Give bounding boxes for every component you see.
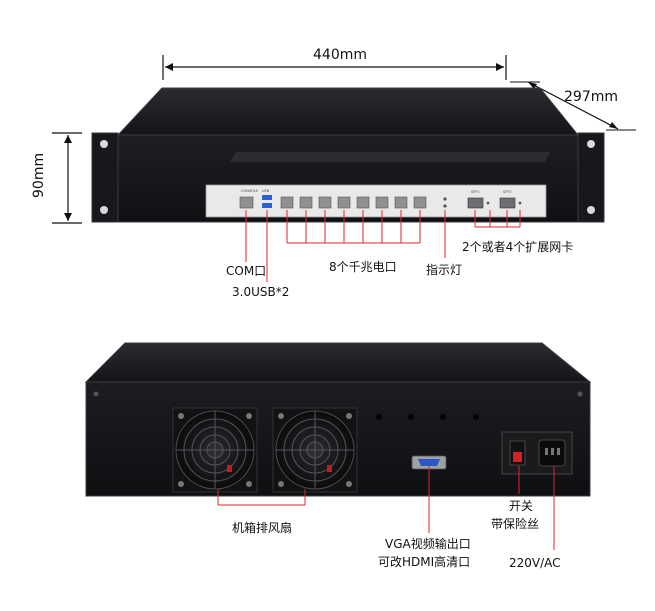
fans-callout: 机箱排风扇 [232,521,293,535]
indicator-led [518,201,522,205]
width-label: 440mm [313,47,367,63]
port-caption-console: CONSOLE [241,189,258,193]
indicator-callout: 指示灯 [426,263,463,277]
indicator-led [486,201,490,205]
front-chassis: CONSOLE USB SFP1 SFP2 [91,87,605,223]
switch-callout-line2: 带保险丝 [491,517,540,531]
usb-port [262,195,272,200]
rj45-port [356,196,370,209]
rear-chassis [84,342,592,497]
rack-hole [587,206,595,214]
height-dimension [52,132,82,224]
mount-hole [473,414,479,420]
rear-callout-lines [217,466,555,550]
expansion-callout: 2个或者4个扩展网卡 [462,240,574,254]
indicator-led [443,204,447,208]
rj45-port [280,196,294,209]
port-caption-sfp2: SFP2 [503,190,512,194]
rack-hole [587,140,595,148]
vga-callout-line1: VGA视频输出口 [385,537,471,551]
usb-callout: 3.0USB*2 [232,285,290,299]
front-slot [230,152,550,162]
power-module [501,431,573,475]
vga-callout-line2: 可改HDMI高清口 [378,555,471,569]
rj45-port [394,196,408,209]
exhaust-fan [272,407,358,493]
height-label: 90mm [31,152,47,198]
mount-hole [408,414,414,420]
mount-hole [376,414,382,420]
rj45-ports [280,196,427,209]
depth-dimension [510,81,636,131]
switch-callout-line1: 开关 [509,499,534,513]
width-dimension [162,55,507,80]
exhaust-fan [172,407,258,493]
port-caption-usb: USB [262,189,270,193]
front-callout-lines [245,210,521,282]
com-port-callout: COM口 [226,264,267,278]
power-callout: 220V/AC [509,556,561,570]
rack-hole [100,140,108,148]
sfp-port [467,197,484,209]
rj45-port [318,196,332,209]
rj45-port [337,196,351,209]
gigabit-ports-callout: 8个千兆电口 [329,260,397,274]
indicator-led [443,197,447,201]
usb-port [262,203,272,208]
sfp-port [499,197,516,209]
depth-label: 297mm [564,89,618,105]
power-switch-rocker [513,452,522,462]
console-port [239,196,254,209]
mount-hole [440,414,446,420]
rj45-port [299,196,313,209]
screw [577,391,583,397]
rj45-port [413,196,427,209]
port-caption-sfp1: SFP1 [471,190,480,194]
rj45-port [375,196,389,209]
rack-hole [100,206,108,214]
screw [93,391,99,397]
